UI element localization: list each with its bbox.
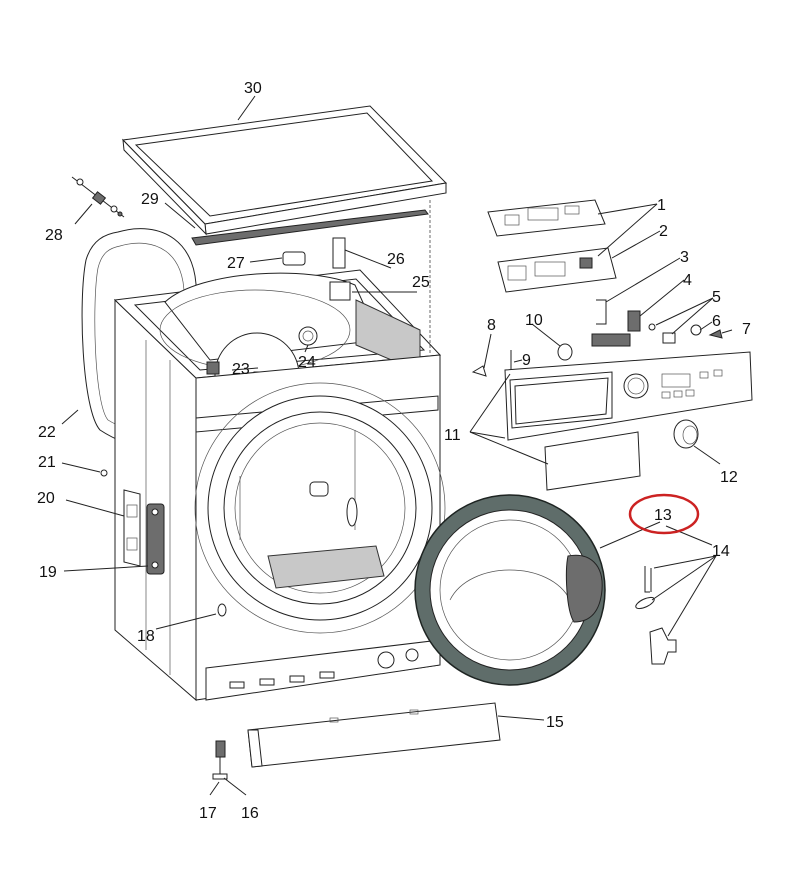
label-26: 26 [387,251,405,268]
label-30: 30 [244,80,262,97]
label-21: 21 [38,454,56,471]
label-22: 22 [38,424,56,441]
part-12-program-knob [673,419,699,449]
label-4: 4 [683,272,692,289]
part-27-clip [282,251,306,266]
label-18: 18 [137,628,155,645]
label-28: 28 [45,227,63,244]
part-26-bracket [332,237,346,269]
label-20: 20 [37,490,55,507]
label-12: 12 [720,469,738,486]
part-8-latch [471,365,487,377]
label-3: 3 [680,249,689,266]
label-7: 7 [742,321,751,338]
part-29-top-rail [191,209,429,246]
part-7-screw [708,329,723,339]
label-29: 29 [141,191,159,208]
part-4-switch [627,310,641,332]
label-16: 16 [241,805,259,822]
leader-lines [61,95,733,796]
label-8: 8 [487,317,496,334]
part-13-door [414,494,606,686]
part-11-control-panel [504,351,753,441]
label-27: 27 [227,255,245,272]
label-17: 17 [199,805,217,822]
part-5-clip-a [648,323,656,331]
part-4-lever [591,333,631,347]
part-3-clip [596,299,607,325]
part-30-top-cover [121,105,448,236]
label-6: 6 [712,313,721,330]
part-14-door-hinge-kit [635,566,677,665]
part-10-knob-cap [557,343,573,361]
part-labels: 1 2 3 4 5 6 7 8 9 10 11 12 13 14 15 16 1… [37,80,751,822]
label-13: 13 [654,507,672,524]
label-10: 10 [525,312,543,329]
part-5-clip-b [662,332,676,344]
label-2: 2 [659,223,668,240]
part-28-hinge-rod [71,176,125,218]
part-20-hinge [123,489,141,567]
label-14: 14 [712,543,730,560]
label-15: 15 [546,714,564,731]
part-11-drawer-front [544,431,641,491]
label-1: 1 [657,197,666,214]
part-18-pin [217,603,227,617]
part-2-display-board [497,247,617,293]
part-13-highlight-ring [628,493,700,535]
part-15-plinth [247,702,501,768]
label-19: 19 [39,564,57,581]
part-19-hinge-plate [146,503,165,575]
part-25-bracket [329,281,351,301]
part-1-control-board [487,199,606,237]
label-25: 25 [412,274,430,291]
part-16-17-foot [212,740,228,780]
label-5: 5 [712,289,721,306]
label-23: 23 [232,361,250,378]
part-6-screw [690,324,702,336]
label-11: 11 [444,427,461,444]
label-24: 24 [298,354,316,371]
part-21-screw [100,469,108,477]
label-9: 9 [522,352,531,369]
cabinet-body [113,200,446,702]
